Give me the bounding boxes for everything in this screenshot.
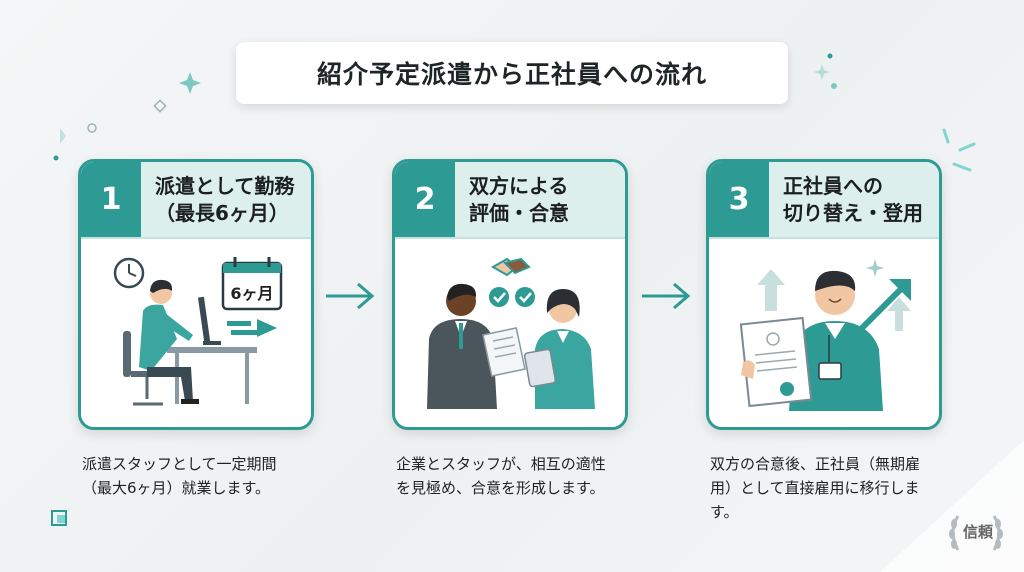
right-arrow-icon: [227, 319, 277, 337]
corner-shape: [880, 440, 1024, 572]
step-description-3-line1: 双方の合意後、正社員（無期雇: [710, 455, 921, 473]
flow-arrow-2: [642, 282, 691, 310]
calendar-label: 6ヶ月: [230, 284, 273, 303]
sparkle-decoration: [153, 72, 201, 113]
clock-icon: [113, 257, 145, 289]
page-title-text: 紹介予定派遣から正社員への流れ: [316, 60, 707, 89]
step-title-1-line2: （最長6ヶ月）: [155, 200, 289, 225]
step-card-3: 3 正社員への 切り替え・登用: [706, 159, 942, 430]
check-icon: [489, 287, 535, 307]
step-header-3: 3 正社員への 切り替え・登用: [709, 162, 939, 239]
step-description-1-line1: 派遣スタッフとして一定期間: [82, 455, 277, 473]
laurel-badge-icon: [949, 515, 1003, 551]
sparkle-icon: [866, 259, 884, 277]
step-card-1: 1 派遣として勤務 （最長6ヶ月） 6ヶ月: [78, 159, 314, 430]
dots-decoration: [53, 123, 97, 161]
step-description-2-line2: を見極め、合意を形成します。: [396, 479, 605, 497]
step-title-1: 派遣として勤務 （最長6ヶ月）: [141, 173, 294, 226]
calendar-icon: 6ヶ月: [221, 257, 283, 311]
sparkle-decoration-right: [814, 53, 837, 89]
step-description-1-line2: （最大6ヶ月）就業します。: [82, 479, 271, 497]
step-card-2: 2 双方による 評価・合意: [392, 159, 628, 430]
burst-decoration: [942, 128, 976, 172]
step-description-2-line1: 企業とスタッフが、相互の適性: [396, 455, 606, 473]
step-description-3: 双方の合意後、正社員（無期雇 用）として直接雇用に移行しま す。: [710, 452, 970, 524]
handshake-icon: [490, 257, 531, 277]
step-title-2: 双方による 評価・合意: [455, 173, 569, 226]
flow-arrow-1: [326, 282, 375, 310]
step-description-2: 企業とスタッフが、相互の適性 を見極め、合意を形成します。: [396, 452, 656, 500]
step-header-1: 1 派遣として勤務 （最長6ヶ月）: [81, 162, 311, 239]
badge-label: 信頼: [963, 523, 994, 541]
square-decoration: [51, 510, 67, 526]
step-title-2-line1: 双方による: [469, 174, 569, 199]
step-title-3-line1: 正社員への: [783, 174, 883, 199]
step-illustration-2: [395, 239, 625, 427]
step-title-1-line1: 派遣として勤務: [155, 174, 295, 199]
step-description-1: 派遣スタッフとして一定期間 （最大6ヶ月）就業します。: [82, 452, 342, 500]
up-arrow-icon: [757, 269, 911, 331]
step-number-2: 2: [395, 162, 455, 237]
step-header-2: 2 双方による 評価・合意: [395, 162, 625, 239]
step-title-2-line2: 評価・合意: [469, 200, 569, 225]
step-description-3-line3: す。: [710, 503, 739, 521]
step-illustration-1: 6ヶ月: [81, 239, 311, 427]
step-number-1: 1: [81, 162, 141, 237]
step-number-3: 3: [709, 162, 769, 237]
step-title-3: 正社員への 切り替え・登用: [769, 173, 923, 226]
step-illustration-3: [709, 239, 939, 427]
page-title: 紹介予定派遣から正社員への流れ: [236, 42, 788, 104]
step-description-3-line2: 用）として直接雇用に移行しま: [710, 479, 920, 497]
growth-arrow-icon: [856, 279, 911, 334]
step-title-3-line2: 切り替え・登用: [783, 200, 923, 225]
